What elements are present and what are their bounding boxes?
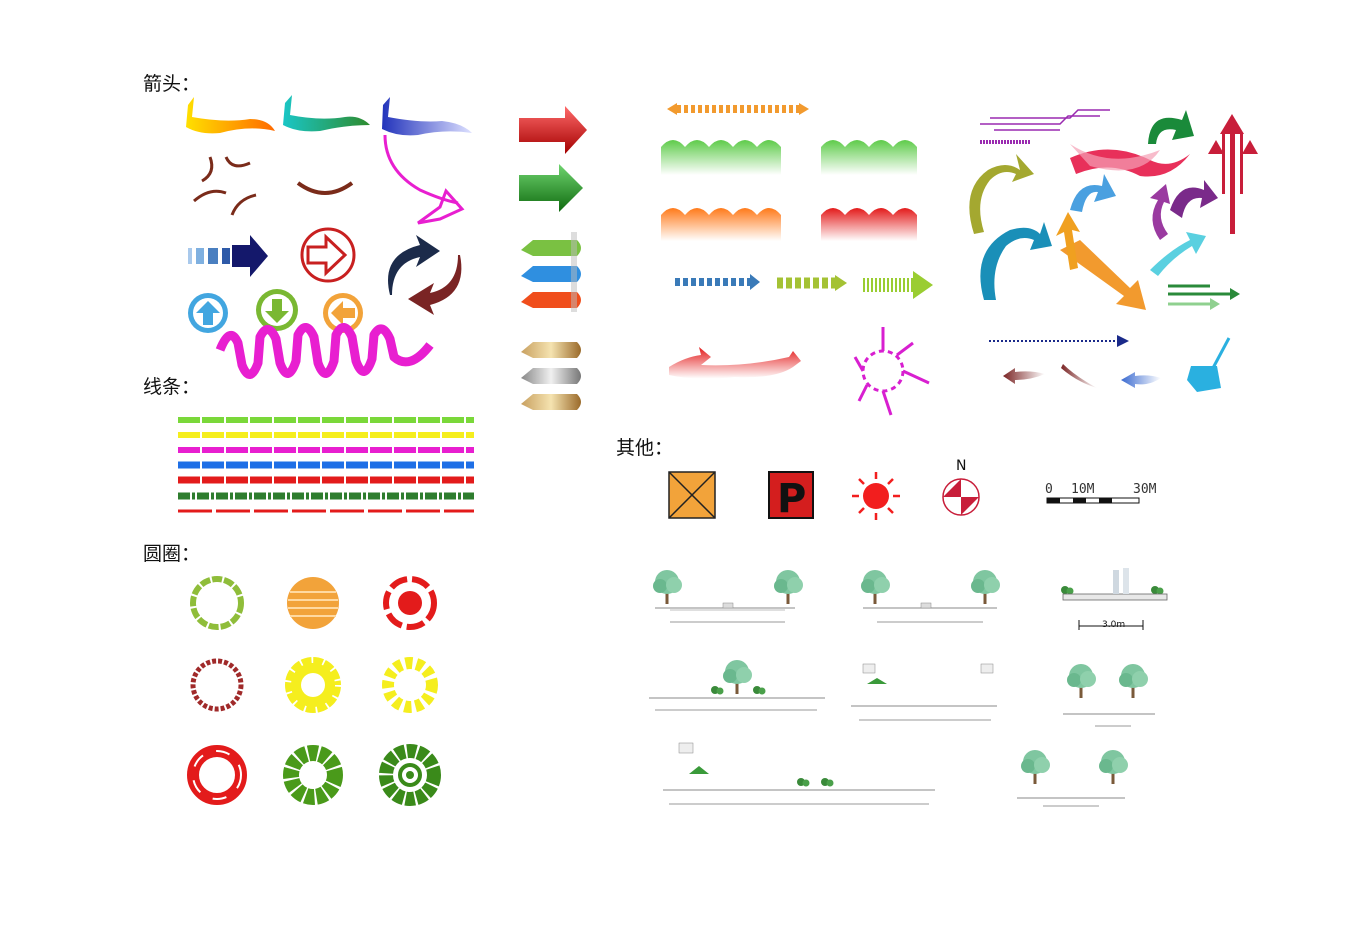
heading-arrows: 箭头：	[143, 73, 201, 95]
circle-arrow-red	[300, 227, 356, 283]
arrow-set-left	[186, 95, 472, 379]
brush-arrow-blue-white	[382, 97, 472, 136]
arrow-set-3d	[519, 106, 587, 410]
double-up-arrow-red	[1208, 114, 1258, 234]
circle-disc-orange-striped	[287, 577, 339, 629]
zigzag-band-magenta	[215, 323, 434, 379]
circuit-lines-purple	[980, 109, 1110, 144]
circle-ring-green-dashed	[190, 576, 244, 630]
radial-arrows-magenta	[853, 327, 930, 416]
wave-arrows-orange	[661, 208, 781, 241]
arc-smile-brown	[296, 181, 354, 195]
circle-wheel-green	[283, 745, 343, 805]
arrow-orange-up	[1056, 212, 1080, 270]
wave-arrows-red	[821, 208, 917, 241]
dotted-arrow-navy	[989, 335, 1129, 347]
circle-ring-maroon-dashed	[190, 658, 244, 712]
swoosh-arrow-green	[1148, 110, 1194, 144]
stacked-arrows-green	[1168, 284, 1240, 310]
street-section-1	[653, 570, 803, 623]
ribbon-arrows-color	[521, 232, 581, 312]
street-section-4	[649, 660, 825, 711]
circle-target-red	[383, 576, 437, 630]
dashed-arrow-lime	[863, 271, 933, 299]
other-symbols: P N 0 10M 30M	[668, 458, 1157, 522]
arrow-set-waves	[661, 103, 933, 416]
north-arrow-icon: N	[942, 458, 980, 516]
arrow-3d-red	[519, 106, 587, 154]
curl-arrow-blue	[1070, 174, 1116, 212]
wave-arrows-green-1	[661, 140, 781, 175]
arrow-cluster-colorful	[969, 109, 1258, 310]
street-sections: 3.0m	[649, 568, 1168, 807]
street-section-6	[1063, 664, 1155, 727]
heading-circles: 圆圈：	[143, 543, 201, 565]
round-arrow-down-green	[256, 289, 298, 331]
arrow-3d-green	[519, 164, 583, 212]
wave-arrows-green-2	[821, 140, 917, 175]
swirl-arrows-purple	[1170, 180, 1218, 218]
arrow-set-small	[989, 335, 1231, 392]
street-section-8	[1017, 750, 1128, 807]
street-section-5	[851, 663, 997, 721]
ribbon-arrows-metal	[521, 342, 581, 410]
scale-label-0: 0	[1045, 482, 1053, 497]
section-3-width-label: 3.0m	[1102, 620, 1125, 630]
parking-letter: P	[777, 476, 806, 522]
north-letter: N	[956, 458, 966, 474]
round-arrow-up-blue	[188, 293, 228, 333]
twist-ribbon-pink	[1070, 144, 1160, 171]
street-section-7	[663, 742, 935, 805]
curve-arrow-red	[669, 347, 801, 379]
scale-label-10m: 10M	[1071, 482, 1095, 497]
fade-arrow-blue	[1121, 372, 1161, 388]
street-section-3: 3.0m	[1061, 568, 1168, 630]
circle-ring-yellow-radial	[382, 657, 438, 713]
fade-arrow-brown	[1003, 368, 1045, 384]
circle-wheel-green-target	[379, 744, 441, 806]
heading-lines: 线条：	[143, 376, 201, 398]
circle-styles	[187, 576, 441, 806]
brush-arrow-teal-green	[283, 95, 370, 132]
sun-icon	[852, 472, 900, 520]
big-arrow-orange	[1060, 240, 1146, 310]
curved-arrow-magenta	[383, 134, 459, 205]
curl-arrow-teal	[980, 222, 1052, 300]
round-arrow-left-orange	[323, 293, 363, 333]
circle-lifebuoy-red	[187, 745, 247, 805]
dashed-arrow-olive	[777, 275, 847, 291]
street-section-2	[861, 570, 1000, 623]
double-arrow-orange-dashed	[667, 103, 809, 115]
heading-others: 其他：	[616, 437, 674, 459]
scale-bar: 0 10M 30M	[1045, 482, 1157, 504]
scale-label-30m: 30M	[1133, 482, 1157, 497]
curl-arrow-olive	[969, 154, 1034, 234]
curve-fade-arrow-brown	[1061, 364, 1097, 388]
arrow-sign-aqua	[1187, 337, 1231, 392]
dashed-arrow-blue	[675, 274, 760, 290]
dashed-arrow-navy	[188, 235, 268, 277]
spray-arrows-aqua	[1150, 232, 1206, 276]
box-cross-orange	[668, 471, 716, 519]
refresh-arrows-icon	[388, 235, 462, 315]
circle-lemon-yellow	[279, 651, 347, 719]
line-styles	[178, 417, 474, 513]
parking-sign-icon: P	[768, 471, 814, 522]
arc-cross-brown	[193, 156, 257, 216]
brush-arrow-yellow-orange	[186, 97, 275, 134]
